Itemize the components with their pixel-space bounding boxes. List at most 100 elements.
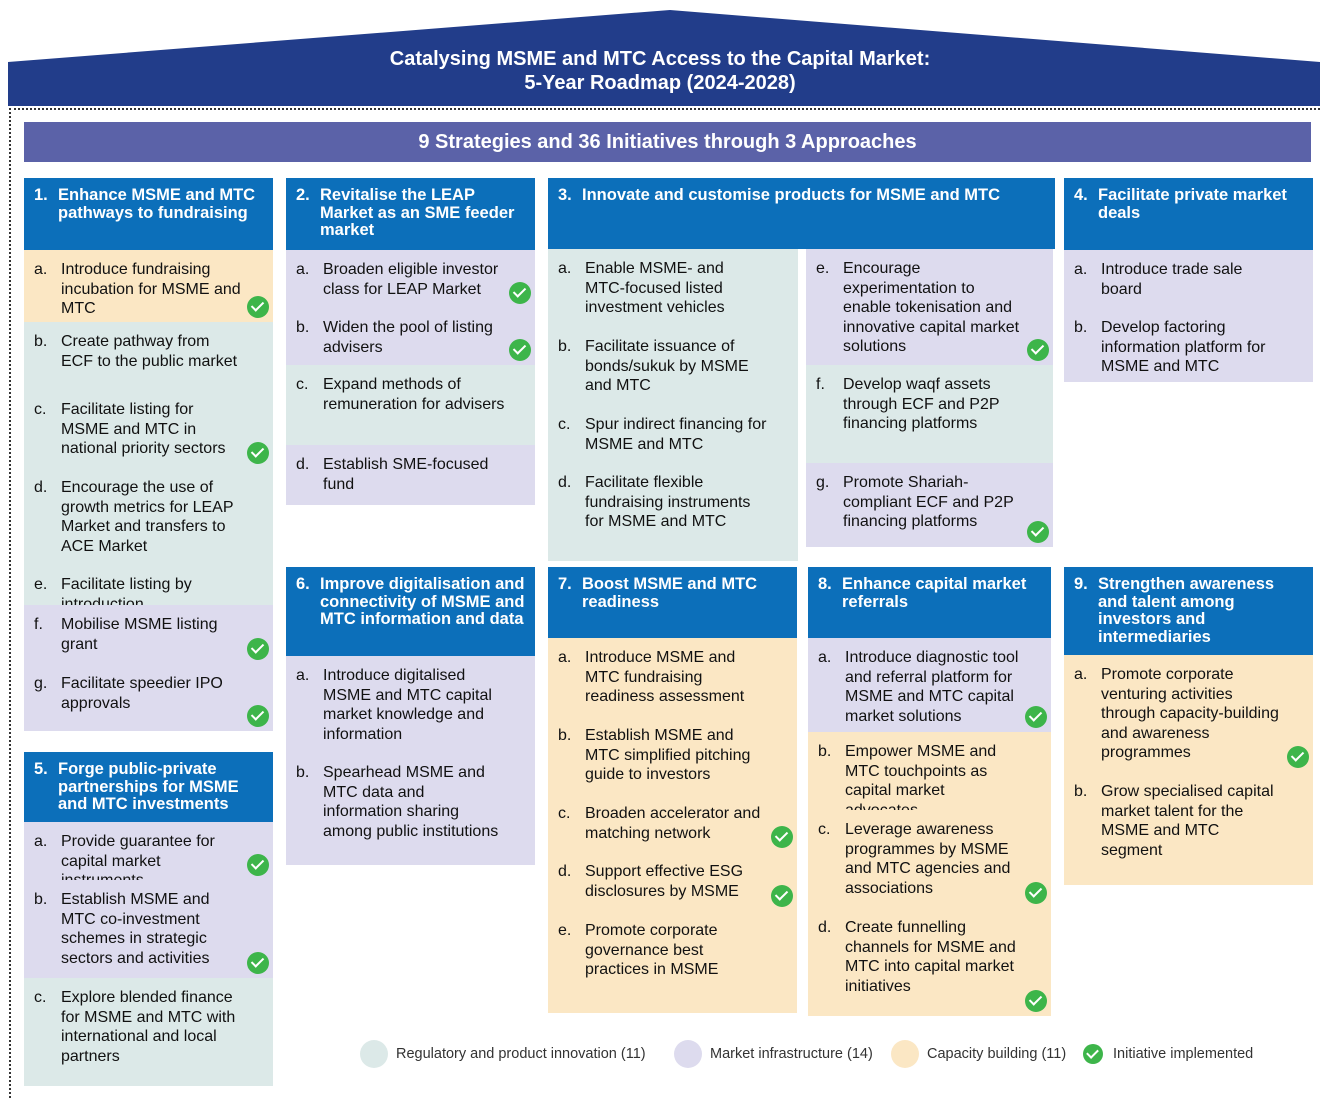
initiative-letter: a.: [296, 261, 310, 278]
initiative-letter: b.: [558, 338, 572, 355]
initiative-letter: b.: [296, 764, 310, 781]
strategy-number: 9.: [1074, 575, 1088, 593]
strategy-6-header: 6. Improve digitalisation and connectivit…: [286, 567, 535, 656]
initiative-letter: e.: [34, 576, 48, 593]
strategy-title: Improve digitalisation and connectivity …: [320, 575, 525, 628]
initiative-text: Establish MSME and MTC co-investment sch…: [61, 891, 210, 967]
strategy-number: 5.: [34, 760, 48, 778]
initiative-7-d: d.Support effective ESG disclosures by M…: [548, 852, 797, 911]
initiative-text: Broaden eligible investor class for LEAP…: [323, 261, 499, 298]
initiative-text: Broaden accelerator and matching network: [585, 805, 761, 842]
initiative-2-b: b.Widen the pool of listing advisers: [286, 308, 535, 365]
initiative-text: Encourage experimentation to enable toke…: [843, 260, 1020, 355]
strategy-4-header: 4. Facilitate private market deals: [1064, 178, 1313, 250]
initiative-text: Spearhead MSME and MTC data and informat…: [323, 764, 499, 840]
initiative-3-a: a. Enable MSME- and MTC-focused listed in…: [548, 249, 798, 327]
legend-implemented-label: Initiative implemented: [1113, 1046, 1254, 1062]
initiative-letter: c.: [818, 821, 831, 838]
initiative-letter: a.: [1074, 261, 1088, 278]
initiative-text: Create pathway from ECF to the public ma…: [61, 333, 238, 370]
initiative-8-c: c.Leverage awareness programmes by MSME …: [808, 810, 1051, 908]
initiative-letter: a.: [558, 649, 572, 666]
strategy-3-header: 3. Innovate and customise products for MS…: [548, 178, 1055, 249]
initiative-text: Introduce trade sale board: [1101, 261, 1243, 298]
initiative-1-f: f. Mobilise MSME listing grant: [24, 605, 273, 664]
initiative-letter: g.: [816, 474, 830, 491]
strategy-number: 4.: [1074, 186, 1088, 204]
initiative-text: Mobilise MSME listing grant: [61, 616, 218, 653]
initiative-text: Establish MSME and MTC simplified pitchi…: [585, 727, 751, 783]
dotted-border: [9, 108, 11, 1098]
strategy-title: Innovate and customise products for MSME…: [582, 186, 1001, 204]
check-icon: [247, 296, 269, 318]
check-icon: [771, 885, 793, 907]
initiative-letter: d.: [558, 863, 572, 880]
initiative-letter: a.: [34, 833, 48, 850]
initiative-8-a: a.Introduce diagnostic tool and referral…: [808, 638, 1051, 732]
check-icon: [1083, 1044, 1103, 1064]
strategy-2-header: 2.Revitalise the LEAP Market as an SME f…: [286, 178, 535, 250]
initiative-1-c: c.Facilitate listing for MSME and MTC in…: [24, 390, 273, 468]
initiative-letter: b.: [34, 891, 48, 908]
strategy-number: 3.: [558, 186, 572, 204]
initiative-6-a: a.Introduce digitalised MSME and MTC cap…: [286, 656, 535, 753]
initiative-letter: a.: [558, 260, 572, 277]
initiative-text: Develop factoring information platform f…: [1101, 319, 1266, 375]
check-icon: [1287, 746, 1309, 768]
initiative-letter: c.: [296, 376, 309, 393]
strategy-number: 6.: [296, 575, 310, 593]
initiative-text: Encourage the use of growth metrics for …: [61, 479, 234, 555]
initiative-letter: d.: [34, 479, 48, 496]
check-icon: [247, 952, 269, 974]
roadmap-title-line1: Catalysing MSME and MTC Access to the Ca…: [389, 48, 931, 70]
strategy-1-header: 1. Enhance MSME and MTC pathways to fundr…: [24, 178, 273, 250]
strategy-title: Enhance MSME and MTC pathways to fundrai…: [58, 186, 256, 222]
legend-regulatory-label: Regulatory and product innovation (11): [396, 1046, 646, 1062]
initiative-7-c: c. Broaden accelerator and matching netwo…: [548, 794, 797, 852]
check-icon: [247, 638, 269, 660]
initiative-4-b: b.Develop factoring information platform…: [1064, 308, 1313, 382]
strategy-title: Enhance capital market referrals: [842, 575, 1027, 611]
initiative-1-e: e.Facilitate listing by introduction: [24, 565, 273, 613]
initiative-letter: g.: [34, 675, 48, 692]
initiative-2-a: a. Broaden eligible investor class for LE…: [286, 250, 535, 308]
strategy-number: 2.: [296, 186, 310, 204]
strategy-title: Boost MSME and MTC readiness: [582, 575, 758, 611]
initiative-letter: b.: [1074, 783, 1088, 800]
strategy-title: Facilitate private market deals: [1098, 186, 1287, 222]
check-icon: [247, 854, 269, 876]
initiative-5-b: b. Establish MSME and MTC co-investment s…: [24, 880, 273, 978]
initiative-letter: c.: [34, 401, 47, 418]
check-icon: [771, 826, 793, 848]
initiative-9-a: a.Promote corporate venturing activities…: [1064, 655, 1313, 772]
initiative-8-d: d.Create funnelling channels for MSME an…: [808, 908, 1051, 1016]
initiative-text: Grow specialised capital market talent f…: [1101, 783, 1274, 859]
initiative-text: Widen the pool of listing advisers: [323, 319, 493, 356]
roadmap-title-line2: 5-Year Roadmap (2024-2028): [524, 72, 796, 94]
initiative-text: Promote corporate venturing activities t…: [1101, 666, 1279, 761]
check-icon: [1025, 706, 1047, 728]
initiative-letter: d.: [558, 474, 572, 491]
initiative-text: Facilitate flexible fundraising instrume…: [585, 474, 751, 530]
check-icon: [1025, 882, 1047, 904]
initiative-letter: f.: [34, 616, 43, 633]
initiative-3-b: b.Facilitate issuance of bonds/sukuk by …: [548, 327, 798, 405]
initiative-text: Empower MSME and MTC touchpoints as capi…: [845, 743, 997, 819]
initiative-text: Enable MSME- and MTC-focused listed inve…: [585, 260, 725, 316]
strategy-title: Strengthen awareness and talent among in…: [1098, 575, 1275, 646]
initiative-text: Introduce fundraising incubation for MSM…: [61, 261, 241, 317]
initiative-text: Establish SME-focused fund: [323, 456, 489, 493]
legend-regulatory-swatch: [360, 1040, 388, 1068]
strategy-number: 1.: [34, 186, 48, 204]
initiative-text: Explore blended finance for MSME and MTC…: [61, 989, 236, 1065]
initiative-text: Promote Shariah-compliant ECF and P2P fi…: [843, 474, 1014, 530]
initiative-letter: c.: [558, 805, 571, 822]
initiative-5-a: a.Provide guarantee for capital market i…: [24, 822, 273, 889]
initiative-letter: a.: [296, 667, 310, 684]
initiative-2-c: c.Expand methods of remuneration for adv…: [286, 365, 535, 445]
initiative-letter: b.: [818, 743, 832, 760]
initiative-3-g: g. Promote Shariah-compliant ECF and P2P …: [806, 463, 1053, 547]
strategy-5-header: 5.Forge public-private partnerships for …: [24, 752, 273, 822]
check-icon: [509, 339, 531, 361]
initiative-text: Facilitate speedier IPO approvals: [61, 675, 223, 712]
